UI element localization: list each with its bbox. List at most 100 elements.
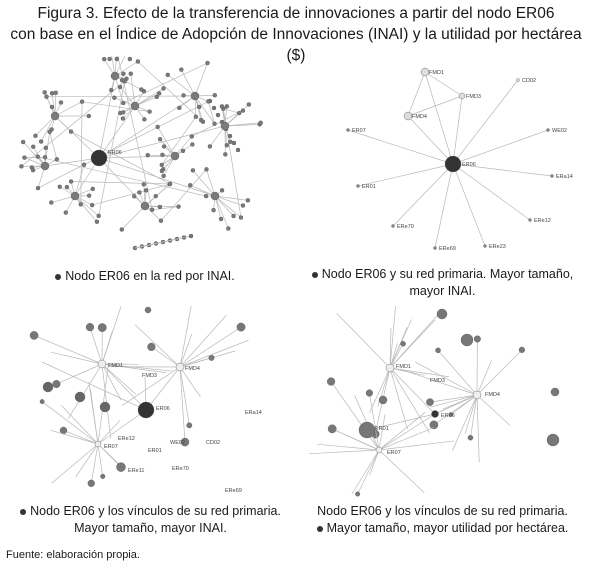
network-node [550,387,560,397]
edge [378,449,425,494]
network-node [114,56,120,62]
caption-4-line1: Nodo ER06 y los vínculos de su red prima… [317,504,568,518]
edge [399,368,478,396]
network-node [546,433,560,447]
network-node [33,133,38,138]
edge [433,394,478,426]
node-label: ERe12 [534,218,551,224]
edge [389,343,404,369]
edge [98,157,146,207]
network-node [375,446,383,454]
network-node [161,144,167,149]
edge [434,163,454,249]
network-node [177,105,182,111]
network-node [365,389,373,397]
network-node [116,462,126,472]
network-node [42,90,47,95]
edge [452,95,463,165]
edge [117,56,153,210]
node-label: ERe70 [172,466,189,472]
node-label: FMD3 [466,94,481,100]
network-node [190,168,196,173]
network-node [135,59,141,64]
node-label: ER06 [441,413,455,419]
edge [101,363,122,401]
edge [40,115,56,142]
edge [476,394,480,463]
edge [389,312,440,369]
network-node [378,395,388,405]
network-node [218,216,224,222]
edge [97,443,104,477]
edge [392,163,454,227]
edge [90,443,99,484]
network-node [327,377,336,386]
network-node [207,144,213,149]
edge [437,350,478,396]
network-node [198,117,204,123]
edge [33,335,103,365]
edge [407,95,463,117]
bullet-icon [311,271,318,278]
edge [179,366,186,443]
figure-source: Fuente: elaboración propia. [6,549,140,561]
node-label: WE02 [170,440,185,446]
edge [101,363,147,411]
edge [452,163,486,247]
network-node [109,87,114,93]
network-node [154,94,159,100]
node-label: CD02 [206,440,220,446]
edge [424,71,463,97]
bullet-icon [20,508,27,515]
network-node [43,145,49,151]
network-node [120,110,126,115]
edge [167,74,196,97]
caption-2-line1: Nodo ER06 y su red primaria. Mayor tamañ… [321,267,574,281]
edge [336,313,391,369]
network-node [429,420,439,430]
network-node [458,92,466,100]
network-node [403,111,413,121]
network-node [203,193,209,199]
edge [429,394,478,403]
edge [174,136,193,157]
edge [46,95,196,98]
network-node [211,105,217,111]
network-node [47,129,52,135]
node-label: ER07 [387,450,401,456]
edge [378,411,426,451]
edge [389,343,398,369]
network-node [70,191,80,201]
edge [214,195,229,229]
network-node [159,162,164,168]
network-node [483,244,487,248]
network-node [86,113,91,119]
edge [114,61,139,77]
node-label: ERa14 [245,410,262,416]
edge [121,366,181,406]
edge [357,449,380,495]
network-node [49,91,55,96]
network-node [157,137,163,142]
edge [389,328,392,369]
network-node [528,218,532,222]
node-label: WE02 [552,128,567,134]
network-node [157,204,163,210]
network-node [159,168,165,174]
edge [223,108,240,114]
network-node [90,149,108,167]
network-node [188,183,193,188]
network-node [258,120,263,125]
network-node [355,491,361,497]
edge [347,129,454,165]
network-node [112,95,117,100]
network-node [231,140,237,146]
node-label: FMD3 [142,373,157,379]
network-node [100,473,106,479]
network-node [165,72,170,78]
network-node [227,133,233,139]
edge [476,349,523,396]
edge [378,413,436,451]
